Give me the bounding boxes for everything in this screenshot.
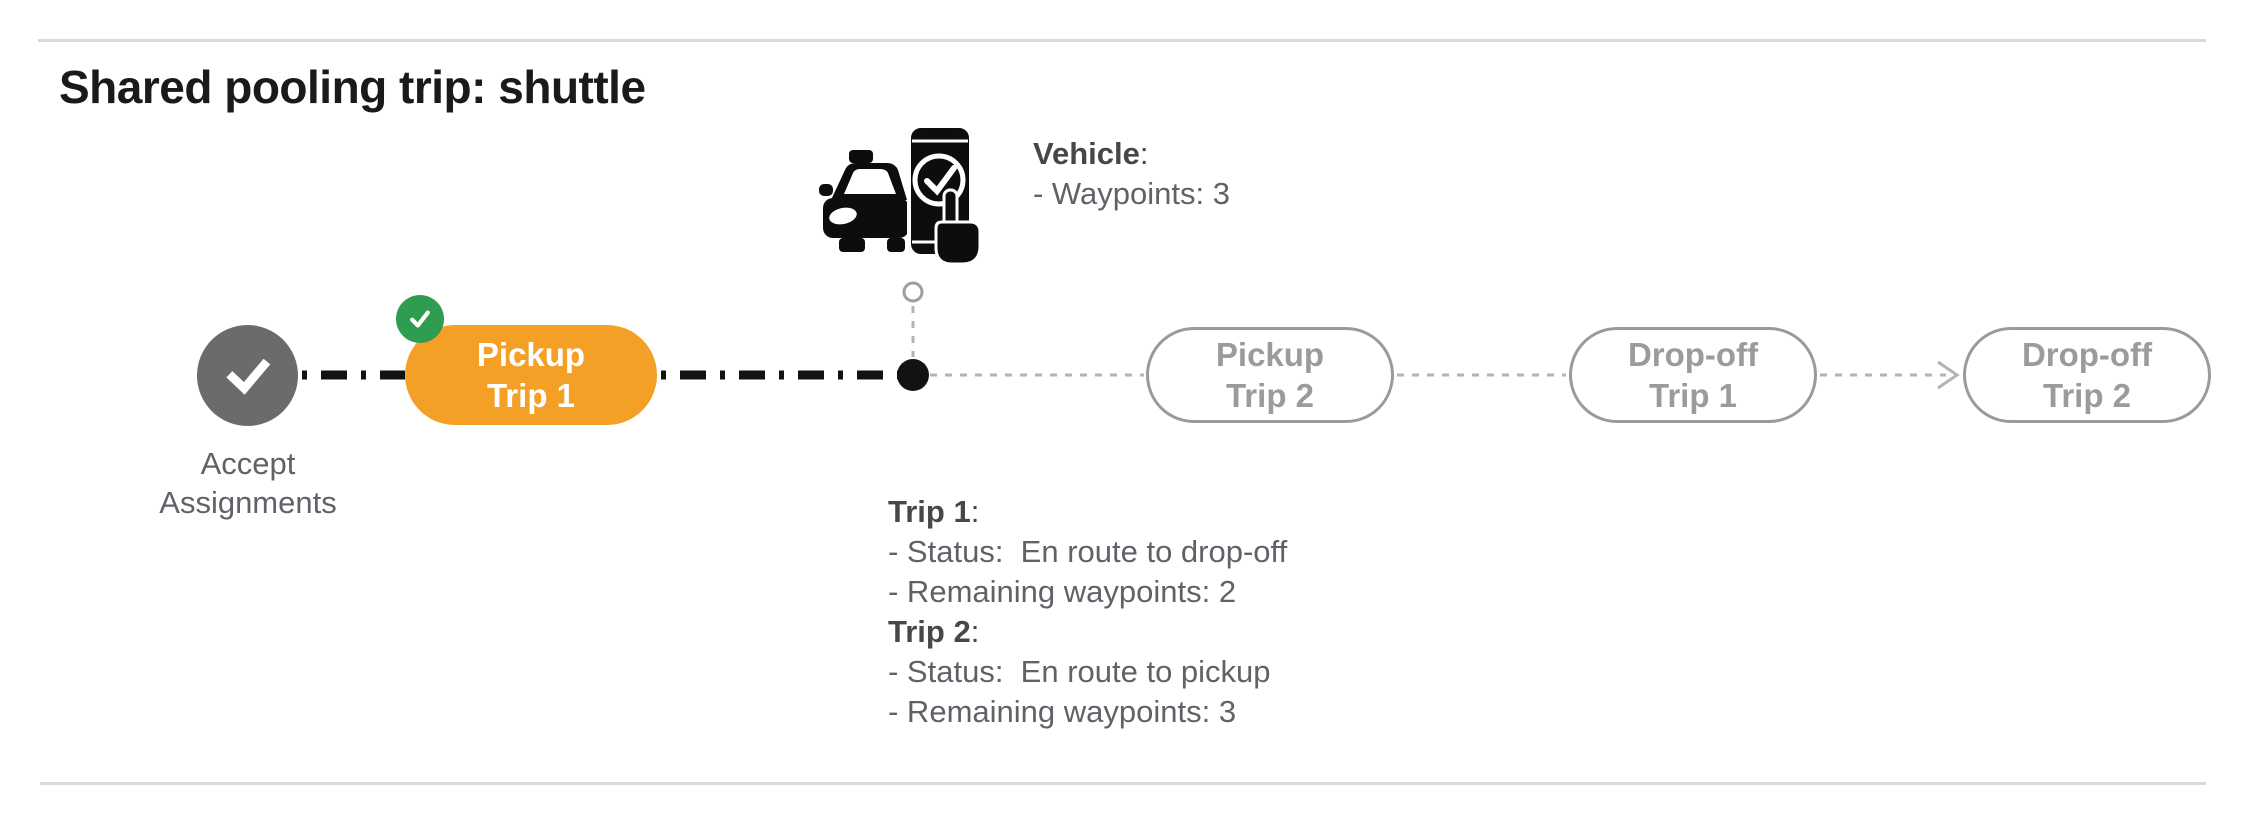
- bottom-divider: [40, 782, 2206, 785]
- taxi-car-shape: [819, 150, 909, 252]
- trip2-heading-colon: :: [970, 614, 980, 649]
- trip1-heading-colon: :: [970, 494, 980, 529]
- vehicle-waypoints-line: - Waypoints: 3: [1033, 176, 1230, 211]
- node-accept-label: Accept Assignments: [159, 446, 337, 520]
- trip2-heading-text: Trip 2: [888, 614, 971, 649]
- trip2-status-line: - Status: En route to pickup: [888, 654, 1271, 689]
- node-dropoff-trip1: Drop-off Trip 1: [1569, 327, 1817, 423]
- vehicle-heading: Vehicle:: [1033, 134, 1230, 174]
- pointing-hand-shape: [934, 188, 982, 266]
- accept-check-icon: [225, 358, 270, 395]
- trip-status-panel: Trip 1: - Status: En route to drop-off -…: [888, 492, 1287, 732]
- trip1-status-line: - Status: En route to drop-off: [888, 534, 1288, 569]
- trip2-heading: Trip 2:: [888, 612, 1287, 652]
- node-pickup-trip2: Pickup Trip 2: [1146, 327, 1394, 423]
- completed-badge: [396, 295, 444, 343]
- phone-check-icon: [924, 165, 957, 196]
- current-position-dot: [897, 359, 929, 391]
- top-divider: [38, 39, 2206, 42]
- vehicle-heading-colon: :: [1139, 136, 1149, 171]
- trip1-waypoints-line: - Remaining waypoints: 2: [888, 574, 1237, 609]
- arrowhead-icon: [1937, 360, 1960, 390]
- vehicle-anchor-circle: [902, 281, 924, 303]
- trip1-heading: Trip 1:: [888, 492, 1287, 532]
- node-accept-assignments: [197, 325, 298, 426]
- vehicle-info-panel: Vehicle: - Waypoints: 3: [1033, 134, 1230, 214]
- car-headlight: [829, 207, 857, 225]
- trip1-heading-text: Trip 1: [888, 494, 971, 529]
- node-dropoff-trip2: Drop-off Trip 2: [1963, 327, 2211, 423]
- vehicle-heading-text: Vehicle: [1033, 136, 1140, 171]
- node-pickup-trip1: Pickup Trip 1: [405, 325, 657, 425]
- page-title: Shared pooling trip: shuttle: [59, 61, 646, 113]
- car-window: [844, 169, 896, 194]
- trip2-waypoints-line: - Remaining waypoints: 3: [888, 694, 1237, 729]
- vehicle-phone-check-icon: [819, 124, 982, 266]
- badge-check-icon: [410, 310, 430, 328]
